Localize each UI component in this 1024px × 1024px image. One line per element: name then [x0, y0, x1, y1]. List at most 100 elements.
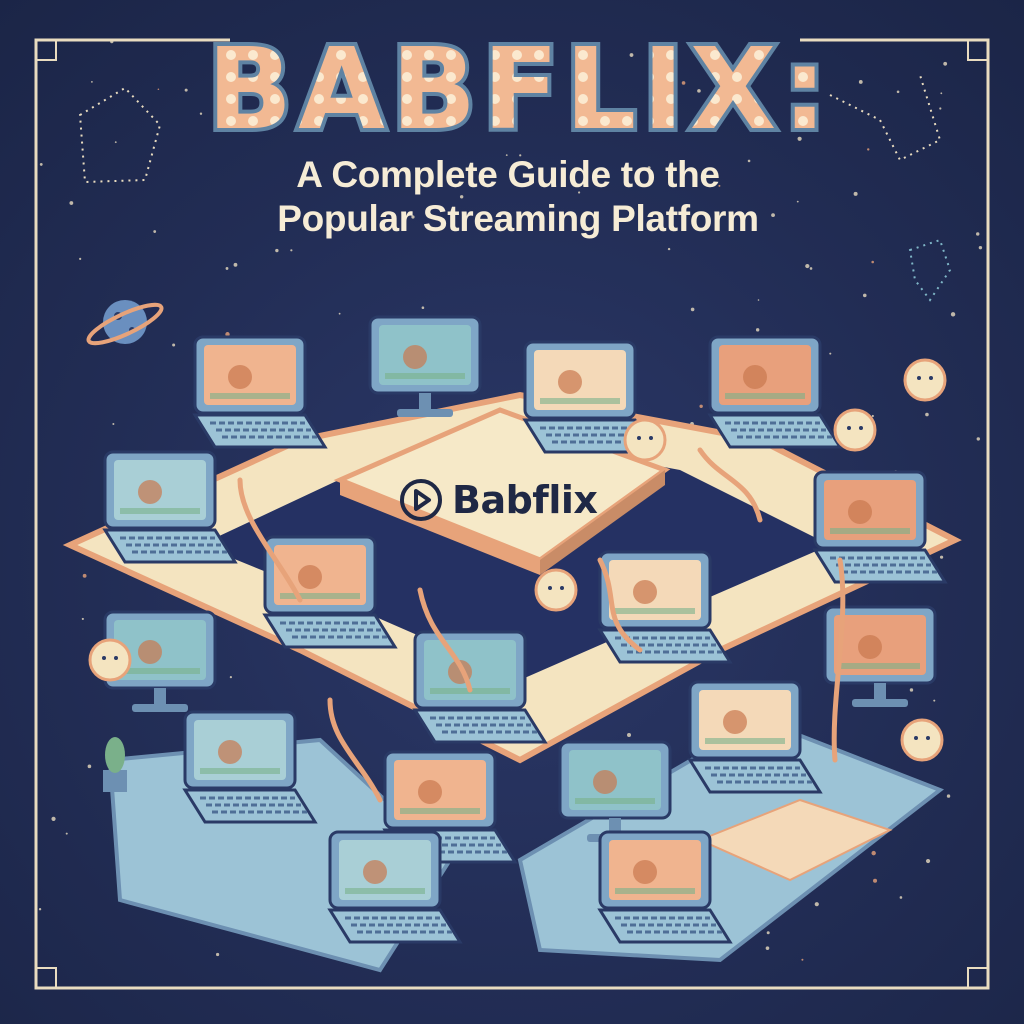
play-circle-icon: [400, 479, 442, 521]
star: [796, 200, 799, 203]
star: [718, 184, 721, 187]
star: [939, 555, 944, 559]
star: [771, 213, 775, 218]
star: [946, 794, 951, 798]
star: [755, 328, 760, 332]
planet-icon: [86, 300, 164, 346]
star: [873, 878, 878, 883]
babflix-logo: Babflix: [398, 477, 598, 523]
star: [153, 230, 157, 233]
animal-face-icon: [623, 418, 667, 462]
logo-text: Babflix: [452, 478, 598, 522]
star: [747, 159, 751, 163]
star: [65, 832, 68, 835]
star: [867, 148, 870, 151]
star: [829, 352, 832, 355]
monitor-icon: [558, 740, 672, 842]
laptop-icon: [327, 830, 463, 944]
star: [411, 215, 415, 219]
star: [275, 248, 279, 253]
star: [925, 858, 931, 864]
star: [519, 154, 522, 157]
star: [376, 113, 380, 117]
star: [82, 573, 87, 578]
star: [79, 257, 82, 260]
star: [805, 263, 810, 269]
star: [509, 69, 512, 72]
star: [627, 733, 632, 738]
star: [647, 166, 651, 170]
laptop-icon: [412, 630, 548, 744]
star: [747, 63, 751, 66]
monitor-icon: [368, 315, 482, 417]
star: [899, 896, 903, 899]
laptop-icon: [597, 550, 733, 664]
star: [757, 299, 760, 301]
star: [629, 53, 634, 57]
star: [809, 267, 813, 270]
animal-face-icon: [88, 638, 132, 682]
star: [766, 931, 770, 935]
star: [940, 92, 943, 95]
laptop-icon: [687, 680, 823, 794]
star: [233, 262, 238, 267]
star: [338, 312, 341, 315]
star: [421, 306, 425, 310]
star: [765, 946, 770, 950]
constellation-icon: [78, 74, 952, 302]
star: [978, 245, 983, 250]
star: [290, 249, 293, 252]
star: [939, 107, 942, 110]
star: [976, 437, 980, 441]
decorative-frame: [34, 38, 990, 990]
star: [801, 958, 804, 961]
subtitle-line-2: Popular Streaming Platform: [277, 198, 759, 239]
plant-icon: [103, 737, 127, 792]
star: [871, 414, 874, 418]
star: [871, 850, 876, 856]
animal-face-icon: [534, 568, 578, 612]
star: [225, 66, 229, 70]
star: [690, 307, 695, 312]
laptop-icon: [597, 830, 733, 944]
star: [38, 908, 42, 911]
star: [157, 88, 160, 91]
star: [681, 81, 686, 85]
star: [943, 61, 948, 66]
star: [172, 343, 176, 347]
laptop-icon: [812, 470, 948, 584]
laptop-icon: [102, 450, 238, 564]
star: [114, 141, 117, 144]
star: [81, 617, 84, 621]
star: [862, 293, 867, 298]
star: [853, 191, 858, 196]
monitor-icon: [103, 610, 217, 712]
laptop-icon: [707, 335, 843, 449]
star: [505, 154, 508, 156]
star: [858, 80, 863, 84]
star: [215, 952, 220, 957]
animal-face-icon: [900, 718, 944, 762]
star: [896, 90, 900, 94]
monitor-icon: [823, 605, 937, 707]
star: [69, 201, 74, 205]
star: [112, 423, 115, 426]
subtitle-line-1: A Complete Guide to the: [296, 154, 720, 195]
star: [51, 816, 56, 821]
star: [91, 81, 93, 83]
star: [699, 404, 703, 408]
star: [578, 191, 581, 194]
device-cluster: [88, 315, 948, 944]
laptop-icon: [192, 335, 328, 449]
star: [225, 332, 230, 337]
cable-pipes: [237, 447, 846, 803]
star: [39, 163, 43, 166]
star: [925, 412, 929, 417]
star: [429, 125, 432, 128]
star: [909, 688, 914, 692]
star: [225, 267, 229, 270]
star: [697, 89, 701, 93]
laptop-icon: [262, 535, 398, 649]
